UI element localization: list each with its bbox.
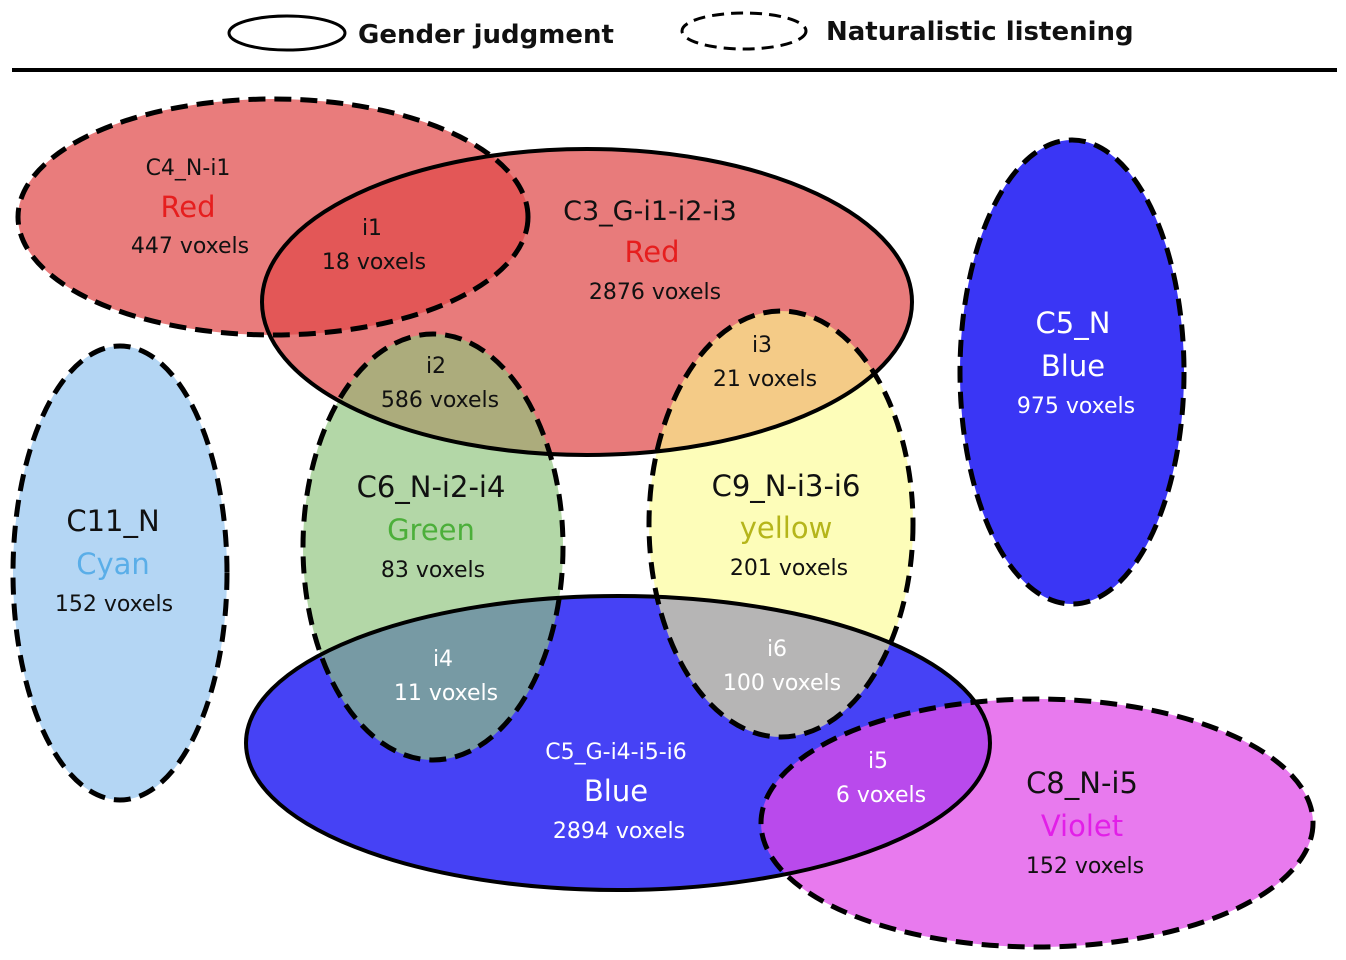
c3-label: C3_G-i1-i2-i3 Red 2876 voxels bbox=[563, 196, 737, 305]
c8-ellipse-fill bbox=[761, 699, 1313, 947]
legend-solid-label: Gender judgment bbox=[358, 20, 614, 50]
c5n-voxels: 975 voxels bbox=[1017, 394, 1135, 419]
i4-label: i4 11 voxels bbox=[394, 647, 498, 706]
c9-ellipse-outline bbox=[646, 308, 916, 740]
i2-label: i2 586 voxels bbox=[381, 354, 499, 413]
c9-color-word: yellow bbox=[740, 511, 833, 545]
i1-name: i1 bbox=[362, 216, 382, 241]
c5g-color-word: Blue bbox=[584, 774, 648, 808]
c4-ellipse-outline bbox=[15, 96, 531, 338]
i5-name: i5 bbox=[868, 749, 888, 774]
c5g-name: C5_G-i4-i5-i6 bbox=[545, 740, 687, 765]
c11-color-word: Cyan bbox=[76, 547, 150, 581]
c8-ellipse-outline bbox=[758, 696, 1316, 950]
c4-voxels: 447 voxels bbox=[131, 234, 249, 259]
c11-label: C11_N Cyan 152 voxels bbox=[55, 504, 173, 617]
c11-voxels: 152 voxels bbox=[55, 592, 173, 617]
c4-name: C4_N-i1 bbox=[146, 156, 231, 181]
c8-voxels: 152 voxels bbox=[1026, 854, 1144, 879]
c5n-name: C5_N bbox=[1036, 306, 1111, 340]
c5g-label: C5_G-i4-i5-i6 Blue 2894 voxels bbox=[545, 740, 687, 844]
c5n-ellipse-fill bbox=[960, 140, 1184, 604]
c3-name: C3_G-i1-i2-i3 bbox=[563, 196, 737, 227]
c8-name: C8_N-i5 bbox=[1026, 766, 1138, 800]
c11-name: C11_N bbox=[66, 504, 159, 538]
c6-color-word: Green bbox=[387, 513, 475, 547]
i6-name: i6 bbox=[767, 637, 787, 662]
c4-ellipse-fill bbox=[18, 99, 528, 335]
c5n-ellipse-outline bbox=[957, 137, 1187, 607]
legend-dashed-label: Naturalistic listening bbox=[826, 17, 1134, 47]
c4-label: C4_N-i1 Red 447 voxels bbox=[131, 156, 249, 259]
c11-ellipse-outline bbox=[10, 343, 230, 803]
legend-solid-ellipse bbox=[227, 14, 347, 52]
i2-voxels: 586 voxels bbox=[381, 388, 499, 413]
i3-voxels: 21 voxels bbox=[713, 367, 817, 392]
cluster-fills bbox=[13, 99, 1313, 947]
c6-ellipse-outline bbox=[300, 331, 566, 763]
c5n-label: C5_N Blue 975 voxels bbox=[1017, 306, 1135, 419]
legend: Gender judgment Naturalistic listening bbox=[227, 11, 1134, 52]
c6-voxels: 83 voxels bbox=[381, 558, 485, 583]
i6-label: i6 100 voxels bbox=[723, 637, 841, 696]
legend-dashed-ellipse bbox=[680, 11, 808, 51]
c9-voxels: 201 voxels bbox=[730, 556, 848, 581]
c6-label: C6_N-i2-i4 Green 83 voxels bbox=[357, 470, 506, 583]
i1-label: i1 18 voxels bbox=[322, 216, 426, 275]
c3-ellipse-outline bbox=[260, 147, 914, 457]
c5g-voxels: 2894 voxels bbox=[553, 819, 685, 844]
i5-label: i5 6 voxels bbox=[836, 749, 926, 808]
c4-color-word: Red bbox=[160, 190, 215, 224]
i3-name: i3 bbox=[752, 333, 772, 358]
c3-voxels: 2876 voxels bbox=[589, 280, 721, 305]
c9-label: C9_N-i3-i6 yellow 201 voxels bbox=[712, 469, 861, 581]
i5-voxels: 6 voxels bbox=[836, 783, 926, 808]
c3-color-word: Red bbox=[624, 235, 679, 269]
c5g-ellipse-outline bbox=[244, 594, 992, 892]
i6-voxels: 100 voxels bbox=[723, 671, 841, 696]
c5n-color-word: Blue bbox=[1041, 349, 1105, 383]
c11-ellipse-fill bbox=[13, 346, 227, 800]
c9-name: C9_N-i3-i6 bbox=[712, 469, 861, 503]
i4-voxels: 11 voxels bbox=[394, 681, 498, 706]
c8-color-word: Violet bbox=[1041, 809, 1123, 843]
c6-name: C6_N-i2-i4 bbox=[357, 470, 506, 504]
c8-label: C8_N-i5 Violet 152 voxels bbox=[1026, 766, 1144, 879]
i1-voxels: 18 voxels bbox=[322, 250, 426, 275]
i3-label: i3 21 voxels bbox=[713, 333, 817, 392]
c9-ellipse-fill bbox=[649, 311, 913, 737]
i2-name: i2 bbox=[426, 354, 446, 379]
i4-name: i4 bbox=[433, 647, 453, 672]
cluster-outlines bbox=[10, 96, 1316, 950]
c6-ellipse-fill bbox=[303, 334, 563, 760]
